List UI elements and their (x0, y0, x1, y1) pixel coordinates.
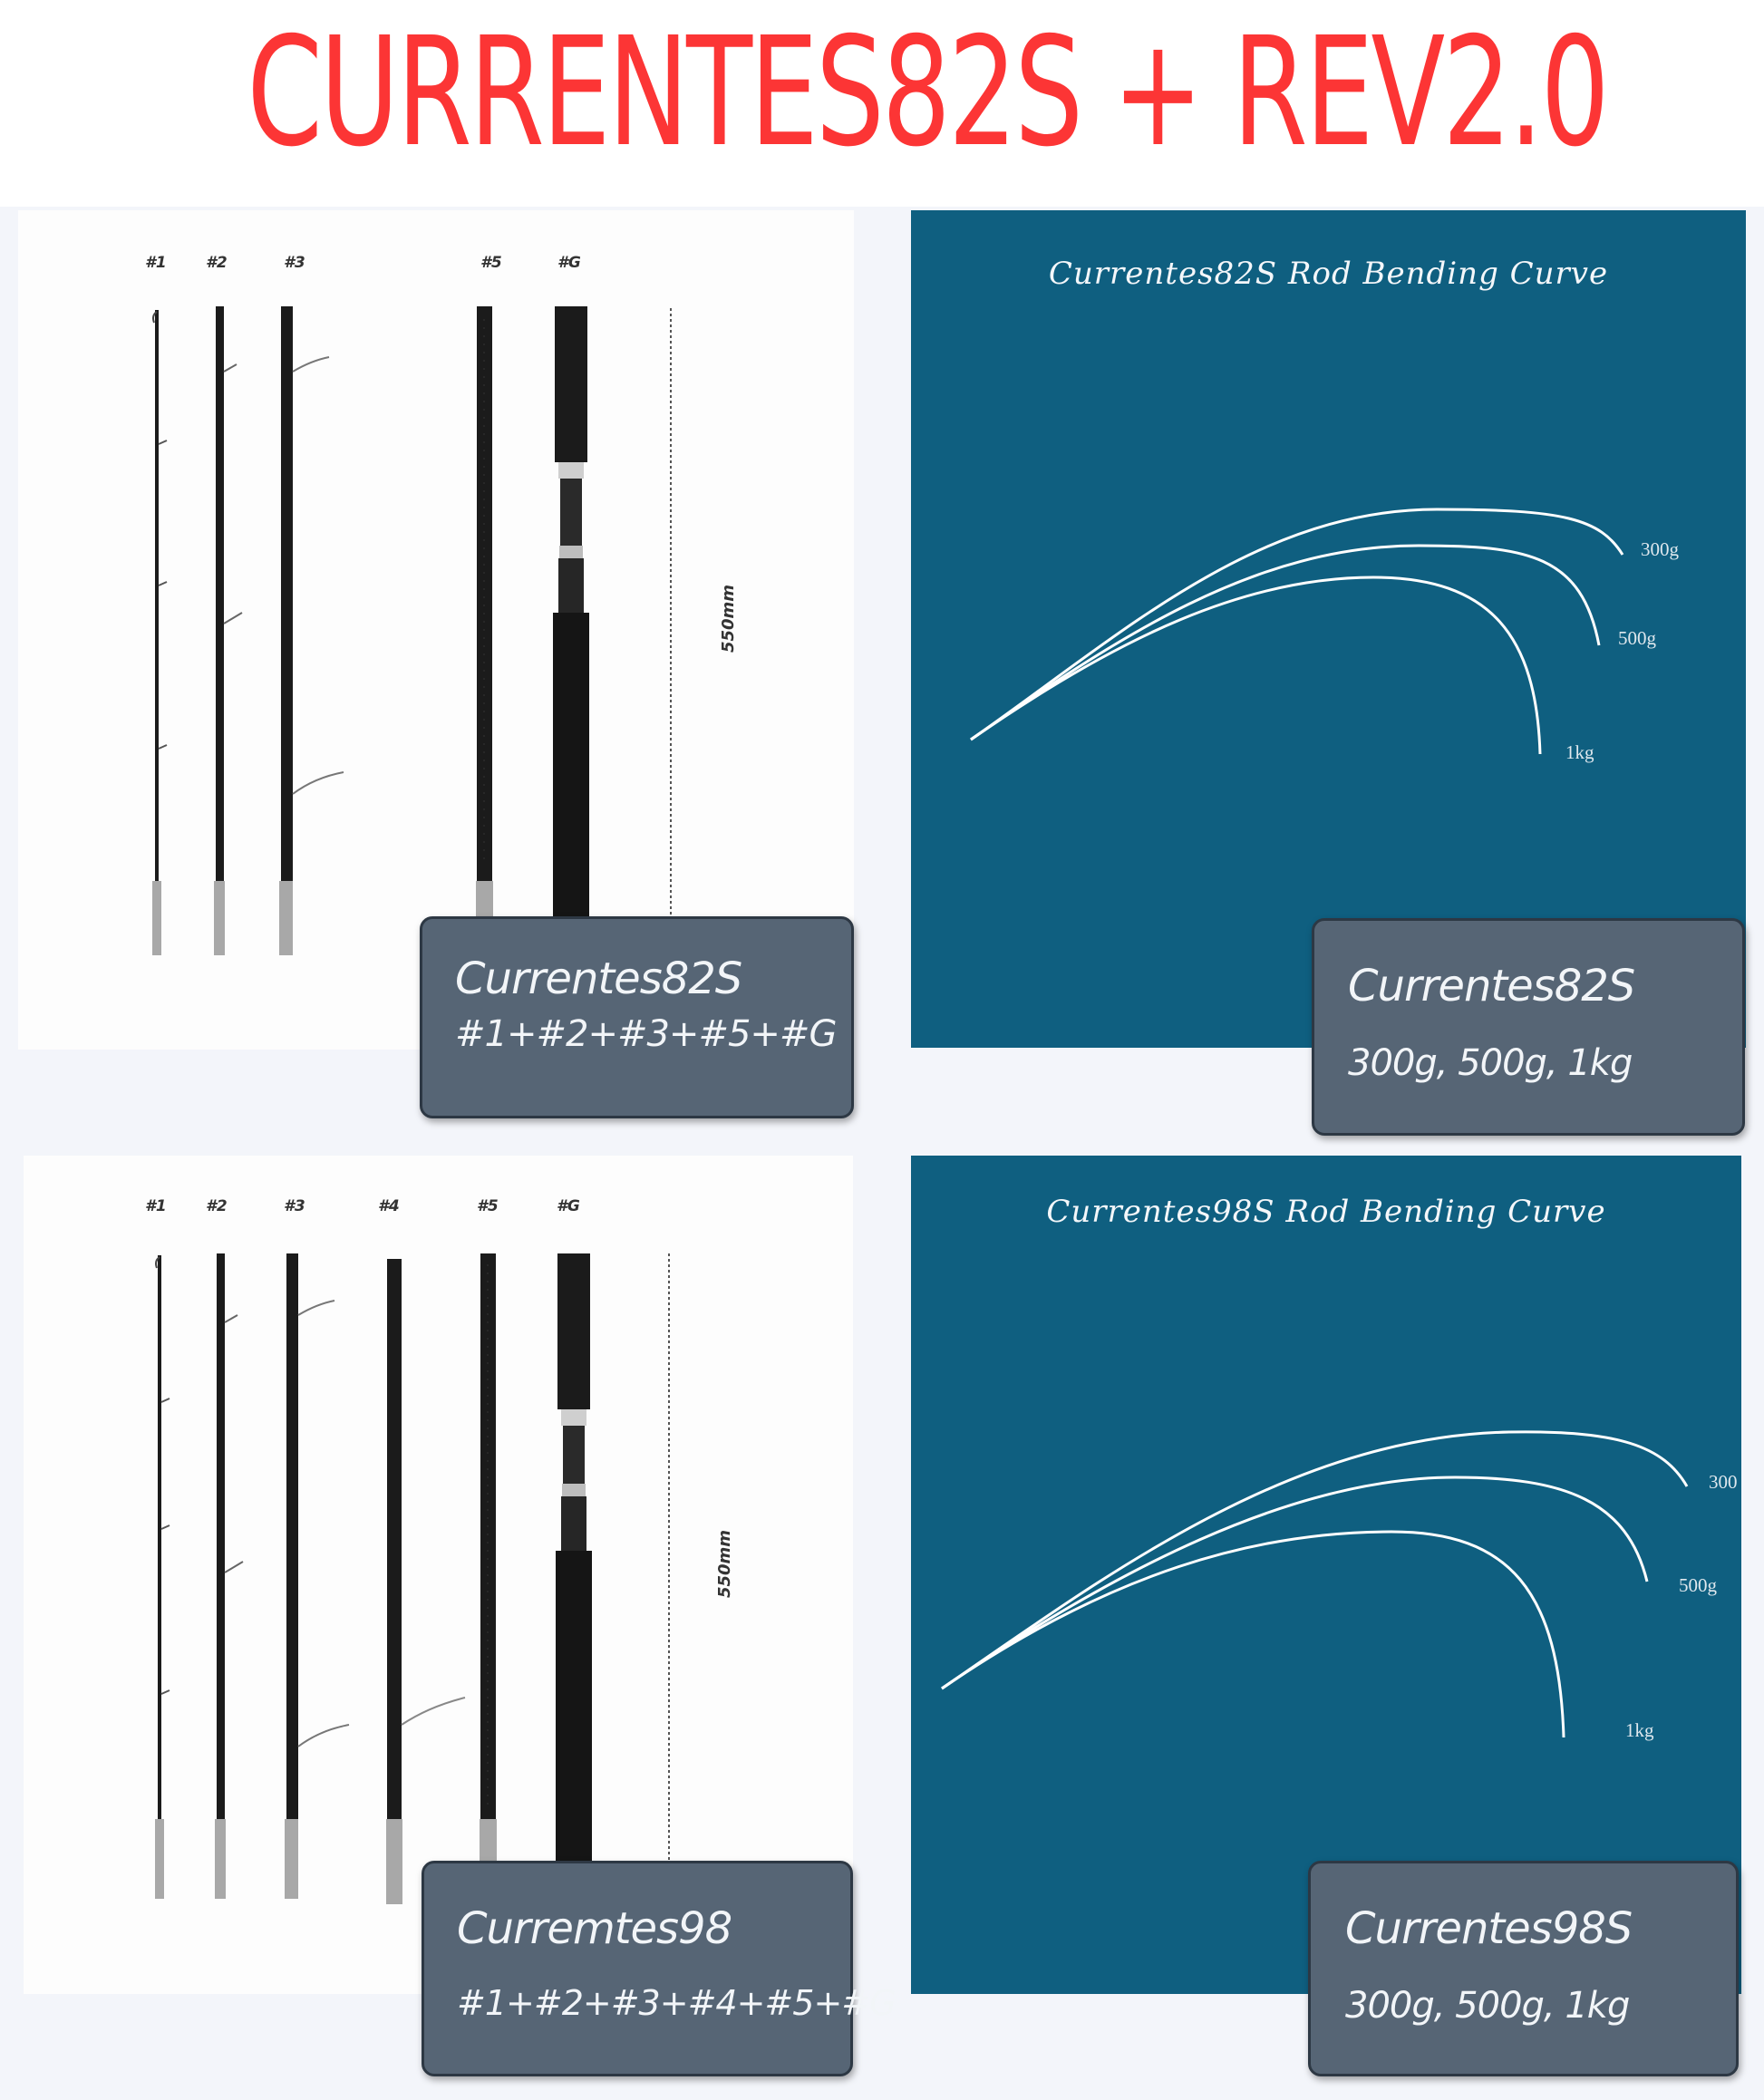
section-label: #1 (145, 254, 167, 272)
section-label: #2 (206, 1197, 228, 1215)
caption-model-name: Currentes82S (455, 953, 742, 1004)
bending-curve-chart (970, 508, 1624, 755)
bending-curve-chart (941, 1430, 1689, 1738)
caption-box-98s-curve: Currentes98S 300g, 500g, 1kg (1308, 1861, 1739, 2076)
curve-300 (941, 1430, 1689, 1690)
curve-label-300: 300 (1709, 1471, 1738, 1493)
header: CURRENTES82S + REV2.0 (0, 0, 1764, 207)
curve-1kg (941, 1530, 1565, 1738)
curve-label-300g: 300g (1641, 538, 1679, 560)
caption-weights: 300g, 500g, 1kg (1348, 1042, 1633, 1084)
bending-curve-panel-82s: Currentes82S Rod Bending Curve 300g 500g… (911, 210, 1746, 1048)
length-label: 550mm (715, 1529, 735, 1599)
curve-300g (970, 508, 1624, 741)
curve-label-500g: 500g (1618, 627, 1656, 649)
rod-section-1 (152, 310, 168, 955)
page-title: CURRENTES82S + REV2.0 (247, 5, 1609, 180)
rod-section-3 (285, 1253, 350, 1899)
curve-label-1kg: 1kg (1625, 1719, 1654, 1741)
section-label: #G (557, 1197, 580, 1215)
caption-box-82s-curve: Currentes82S 300g, 500g, 1kg (1312, 918, 1745, 1136)
rod-section-grip (553, 306, 589, 921)
rod-section-3 (279, 306, 344, 955)
section-label: #5 (480, 254, 502, 272)
caption-sections: #1+#2+#3+#5+#G (455, 1013, 837, 1055)
caption-sections: #1+#2+#3+#4+#5+#G (457, 1983, 897, 2023)
section-label: #1 (145, 1197, 167, 1215)
rod-sections-diagram-82s: #1 #2 #3 #5 #G 550mm (18, 210, 854, 1050)
caption-model-name: Curremtes98 (457, 1903, 732, 1954)
section-label: #G (557, 254, 581, 272)
caption-model-name: Currentes98S (1345, 1903, 1633, 1954)
length-label: 550mm (719, 584, 739, 653)
section-label: #4 (378, 1197, 400, 1215)
rod-section-2 (215, 1253, 244, 1899)
caption-box-98-sections: Curremtes98 #1+#2+#3+#4+#5+#G (422, 1861, 897, 2076)
rod-sections-diagram-98: #1 #2 #3 #4 #5 #G 550mm (24, 1156, 853, 1994)
caption-weights: 300g, 500g, 1kg (1345, 1985, 1630, 2027)
curve-1kg (970, 576, 1542, 755)
section-label: #3 (284, 254, 305, 272)
curve-title: Currentes82S Rod Bending Curve (1048, 256, 1609, 292)
curve-500g (941, 1476, 1649, 1690)
rod-section-5 (476, 306, 493, 944)
curve-label-1kg: 1kg (1565, 741, 1594, 763)
curve-title: Currentes98S Rod Bending Curve (1046, 1194, 1606, 1230)
rod-sections-drawing (152, 306, 672, 955)
rod-section-5 (480, 1253, 497, 1890)
curve-500g (970, 544, 1601, 741)
curve-label-500g: 500g (1679, 1574, 1717, 1596)
section-label: #3 (284, 1197, 305, 1215)
caption-box-82s-sections: Currentes82S #1+#2+#3+#5+#G (420, 916, 854, 1118)
rod-section-1 (155, 1255, 170, 1899)
rod-section-2 (214, 306, 243, 955)
rod-section-4 (386, 1259, 466, 1904)
caption-model-name: Currentes82S (1348, 961, 1635, 1011)
bending-curve-panel-98s: Currentes98S Rod Bending Curve 300 500g … (911, 1156, 1741, 1994)
rod-section-grip (556, 1253, 592, 1863)
section-label: #2 (206, 254, 228, 272)
section-label: #5 (477, 1197, 499, 1215)
